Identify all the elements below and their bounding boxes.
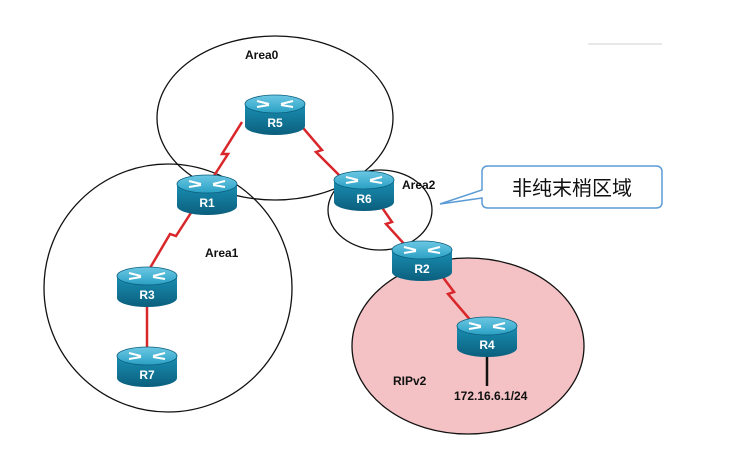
area2-circle [327, 169, 433, 251]
router-r7[interactable]: R7 [116, 346, 178, 388]
area2-label: Area2 [402, 178, 436, 192]
router-r5[interactable]: R5 [244, 94, 306, 136]
router-label: R7 [139, 368, 155, 382]
router-r6[interactable]: R6 [333, 170, 395, 212]
callout-text: 非纯末梢区域 [512, 176, 632, 200]
router-label: R6 [356, 192, 372, 206]
router-label: R3 [139, 288, 155, 302]
router-label: R2 [414, 262, 430, 276]
link-r5-r6 [297, 121, 343, 179]
area0-label: Area0 [245, 48, 279, 62]
router-r3[interactable]: R3 [116, 266, 178, 308]
router-label: R4 [479, 338, 495, 352]
callout: 非纯末梢区域 [439, 165, 663, 209]
router-r2[interactable]: R2 [391, 240, 453, 282]
router-r4[interactable]: R4 [456, 316, 518, 358]
ip-address-label: 172.16.6.1/24 [454, 389, 528, 403]
link-r6-r2 [372, 195, 407, 247]
router-r1[interactable]: R1 [176, 174, 238, 216]
link-r2-r4 [435, 267, 473, 323]
router-label: R1 [199, 196, 215, 210]
area1-label: Area1 [205, 246, 239, 260]
area0-circle [156, 35, 394, 201]
link-r1-r3 [148, 204, 198, 269]
rip-label: RIPv2 [393, 374, 427, 388]
area1-circle [43, 163, 293, 413]
link-r1-r5 [208, 121, 244, 183]
router-label: R5 [267, 116, 283, 130]
